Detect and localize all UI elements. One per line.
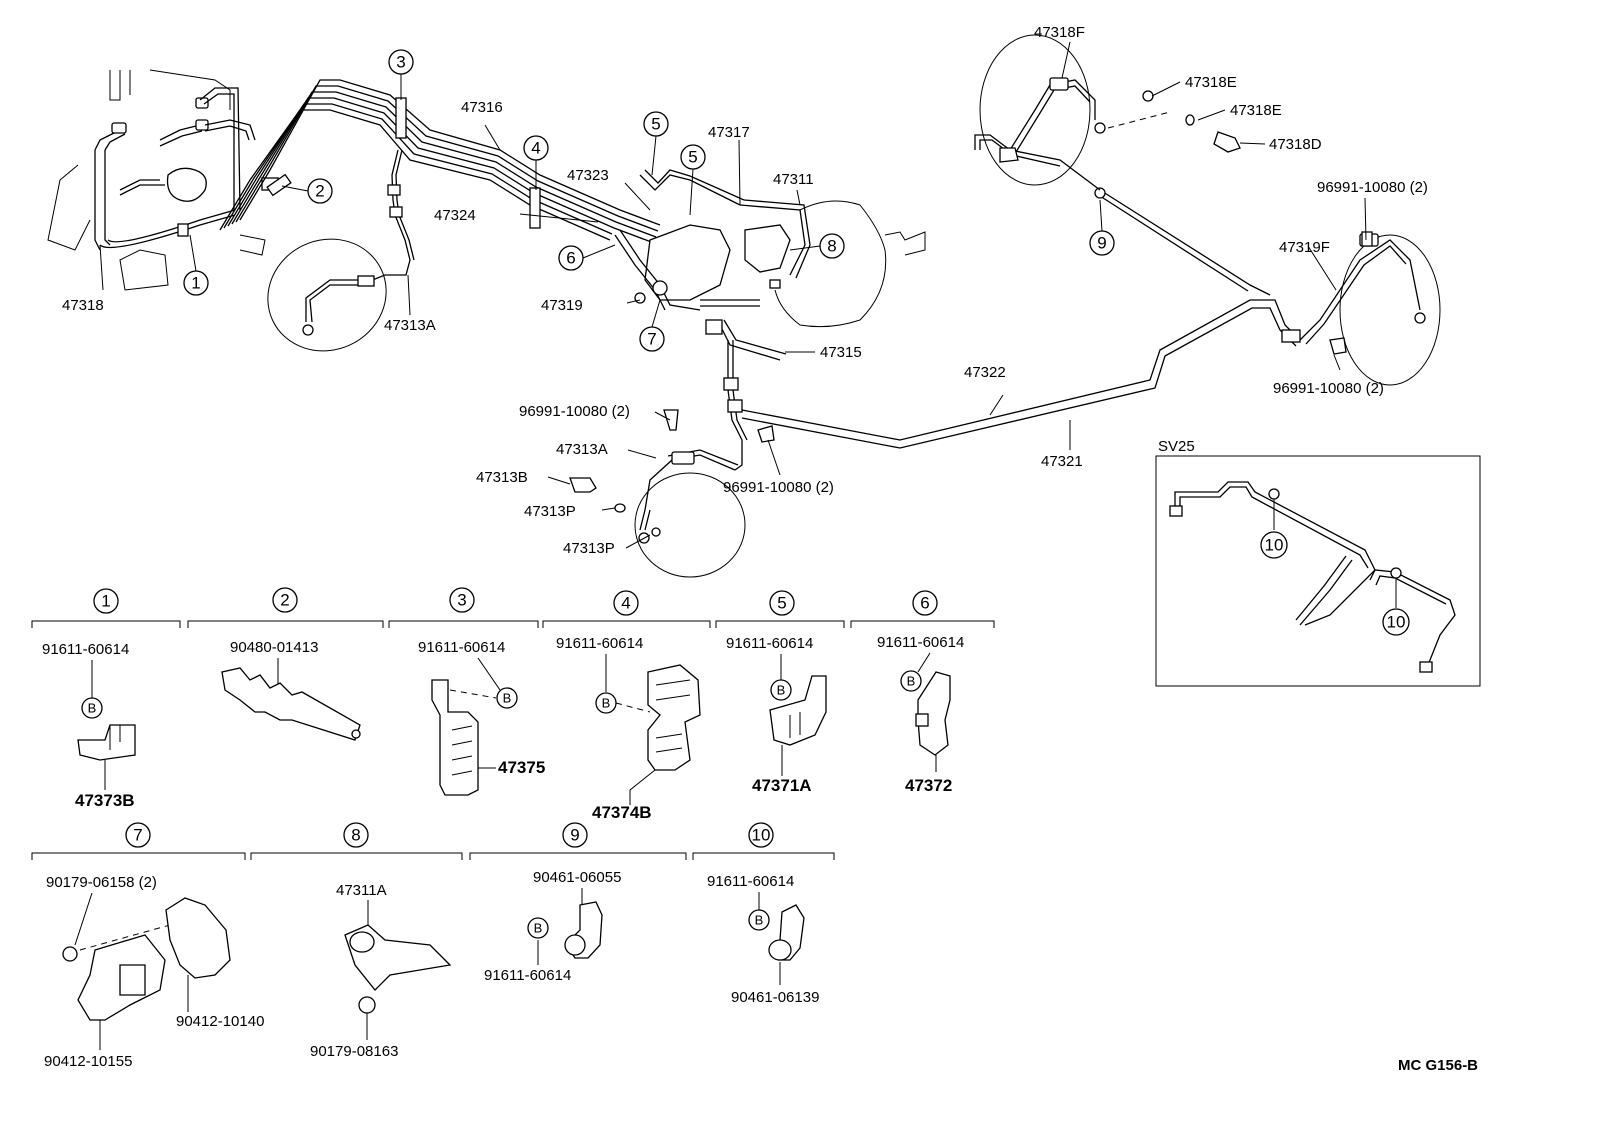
master-cylinder-assembly [614,169,926,361]
detail-9: 9 90461-06055 B 91611-60614 [469,822,687,984]
detail-4-bolt: B [602,696,611,711]
callout-2: 2 [315,182,324,201]
callouts-main: 1 2 3 4 5 5 6 7 8 9 [183,49,1115,352]
rear-lines [741,187,1301,449]
label-96991-right-top: 96991-10080 (2) [1317,179,1428,196]
label-47318F: 47318F [1034,24,1085,41]
detail-5-name: 47371A [752,776,812,795]
detail-10-part-top: 91611-60614 [707,873,794,890]
detail-5-part: 91611-60614 [726,635,813,652]
detail-1: 1 91611-60614 B 47373B [31,588,181,810]
label-47313P-1: 47313P [524,503,576,520]
callout-5b: 5 [688,148,697,167]
detail-6-num: 6 [920,594,929,613]
callout-4: 4 [531,139,540,158]
detail-10-bolt: B [755,913,764,928]
detail-10-part-bottom: 90461-06139 [731,989,819,1006]
callout-8: 8 [827,237,836,256]
sv25-label: SV25 [1158,438,1195,455]
detail-9-num: 9 [570,826,579,845]
callout-6: 6 [566,249,575,268]
label-47318D: 47318D [1269,136,1322,153]
detail-9-bolt: B [534,921,543,936]
detail-7-part-bottom: 90412-10155 [44,1053,132,1070]
detail-10-num: 10 [752,826,771,845]
rear-left-assembly [974,34,1241,191]
detail-3-num: 3 [457,591,466,610]
left-wheel-assembly [47,69,279,291]
label-47313B: 47313B [476,469,528,486]
label-47316: 47316 [461,99,503,116]
detail-3-bolt: B [503,691,512,706]
detail-9-part-top: 90461-06055 [533,869,621,886]
detail-1-part: 91611-60614 [42,641,129,658]
callout-5a: 5 [651,115,660,134]
callout-7: 7 [647,330,656,349]
detail-7-part-top: 90179-06158 (2) [46,874,157,891]
callout-3: 3 [396,53,405,72]
detail-5-num: 5 [777,594,786,613]
label-47324: 47324 [434,207,476,224]
detail-1-name: 47373B [75,791,135,810]
detail-7: 7 90179-06158 (2) 90412-10140 90412-1015… [31,822,264,1070]
callout-9: 9 [1097,234,1106,253]
callout-10a: 10 [1265,536,1284,555]
detail-3-part: 91611-60614 [418,639,505,656]
detail-4-num: 4 [621,594,630,613]
detail-4-name: 47374B [592,803,652,822]
label-47311: 47311 [773,171,814,188]
label-96991-mid-left: 96991-10080 (2) [519,403,630,420]
detail-1-bolt: B [88,701,97,716]
pipe-bundle-main [219,79,661,244]
detail-2-num: 2 [280,591,289,610]
label-47318: 47318 [62,297,104,314]
detail-5-bolt: B [777,683,786,698]
label-47317: 47317 [708,124,750,141]
detail-6-part: 91611-60614 [877,634,964,651]
detail-2: 2 90480-01413 [187,587,384,741]
detail-10: 10 91611-60614 B 90461-06139 [692,822,835,1006]
label-47321: 47321 [1041,453,1083,470]
label-47319F: 47319F [1279,239,1330,256]
detail-3-name: 47375 [498,758,545,777]
label-47322: 47322 [964,364,1006,381]
detail-4: 4 91611-60614 B 47374B [542,590,711,822]
detail-1-num: 1 [101,592,110,611]
detail-8-part-top: 47311A [336,882,387,899]
label-96991-mid-right: 96991-10080 (2) [723,479,834,496]
callout-1: 1 [191,274,200,293]
sv25-inset: SV25 10 10 [1155,438,1481,687]
label-47318E-2: 47318E [1230,102,1282,119]
label-47318E-1: 47318E [1185,74,1237,91]
detail-7-num: 7 [133,826,142,845]
detail-8-num: 8 [351,826,360,845]
detail-8-part-bottom: 90179-08163 [310,1043,398,1060]
detail-4-part: 91611-60614 [556,635,643,652]
detail-2-part: 90480-01413 [230,639,318,656]
callout-10b: 10 [1387,613,1406,632]
leader-lines [99,41,1367,549]
detail-8: 8 47311A 90179-08163 [250,822,463,1060]
labels-main: 47318 47313A 47316 47317 47323 47324 473… [62,24,1428,557]
label-47313P-2: 47313P [563,540,615,557]
label-96991-right-bot: 96991-10080 (2) [1273,380,1384,397]
detail-6-bolt: B [907,674,916,689]
label-47323: 47323 [567,167,609,184]
document-code: MC G156-B [1398,1057,1478,1074]
detail-6: 6 91611-60614 B 47372 [850,590,995,795]
detail-6-name: 47372 [905,776,952,795]
label-47313A-left: 47313A [384,317,436,334]
label-47313A-mid: 47313A [556,441,608,458]
detail-5: 5 91611-60614 B 47371A [715,590,845,795]
center-hose-47313A [569,340,775,578]
detail-7-part-mid: 90412-10140 [176,1013,264,1030]
detail-3: 3 91611-60614 B 47375 [388,587,545,796]
rear-right-assembly [1281,231,1441,386]
label-47319: 47319 [541,297,583,314]
detail-9-part-bottom: 91611-60614 [484,967,571,984]
label-47315: 47315 [820,344,862,361]
left-hose-47313A [267,149,415,352]
